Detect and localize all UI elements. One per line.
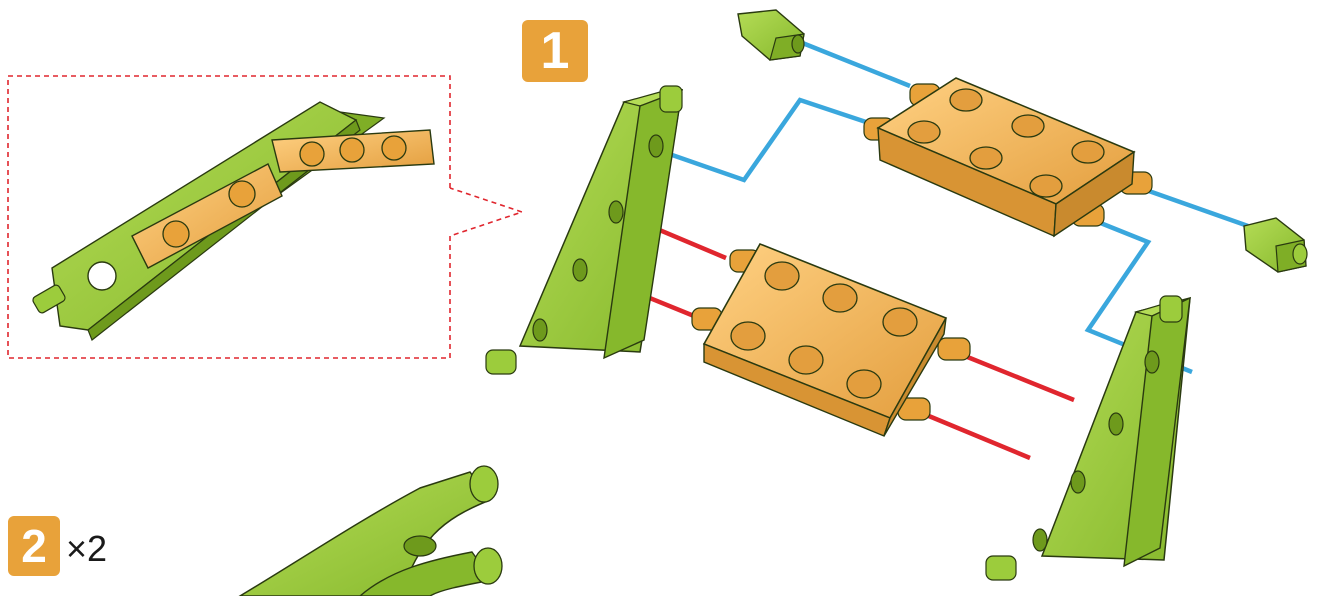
- green-beam-part: [485, 85, 683, 375]
- step-2-quantity: ×2: [66, 528, 108, 569]
- blue-guide-line: [799, 39, 911, 89]
- detail-plate-hole: [162, 220, 190, 248]
- detail-beam-assembly: [32, 101, 435, 341]
- detail-plate-hole: [339, 137, 365, 163]
- detail-callout: [7, 75, 525, 359]
- detail-plate-hole: [228, 180, 256, 208]
- orange-plate-part: [691, 242, 971, 437]
- red-guide-line: [923, 411, 1031, 461]
- green-curved-part: [238, 465, 503, 596]
- green-connector-part: [1243, 217, 1308, 273]
- step-2-badge: 2: [8, 516, 60, 576]
- orange-plate-part: [863, 77, 1153, 238]
- detail-beam-hole: [87, 261, 117, 291]
- detail-beam-peg: [32, 284, 66, 314]
- green-beam-part: [985, 295, 1191, 581]
- red-guide-line: [959, 351, 1075, 403]
- green-connector-part: [737, 9, 805, 61]
- detail-plate-hole: [381, 135, 407, 161]
- blue-guide-line: [1145, 187, 1249, 229]
- step-1-badge: 1: [522, 20, 588, 82]
- detail-plate-hole: [299, 141, 325, 167]
- blue-guide-line: [651, 97, 867, 183]
- detail-callout-frame: [7, 75, 525, 359]
